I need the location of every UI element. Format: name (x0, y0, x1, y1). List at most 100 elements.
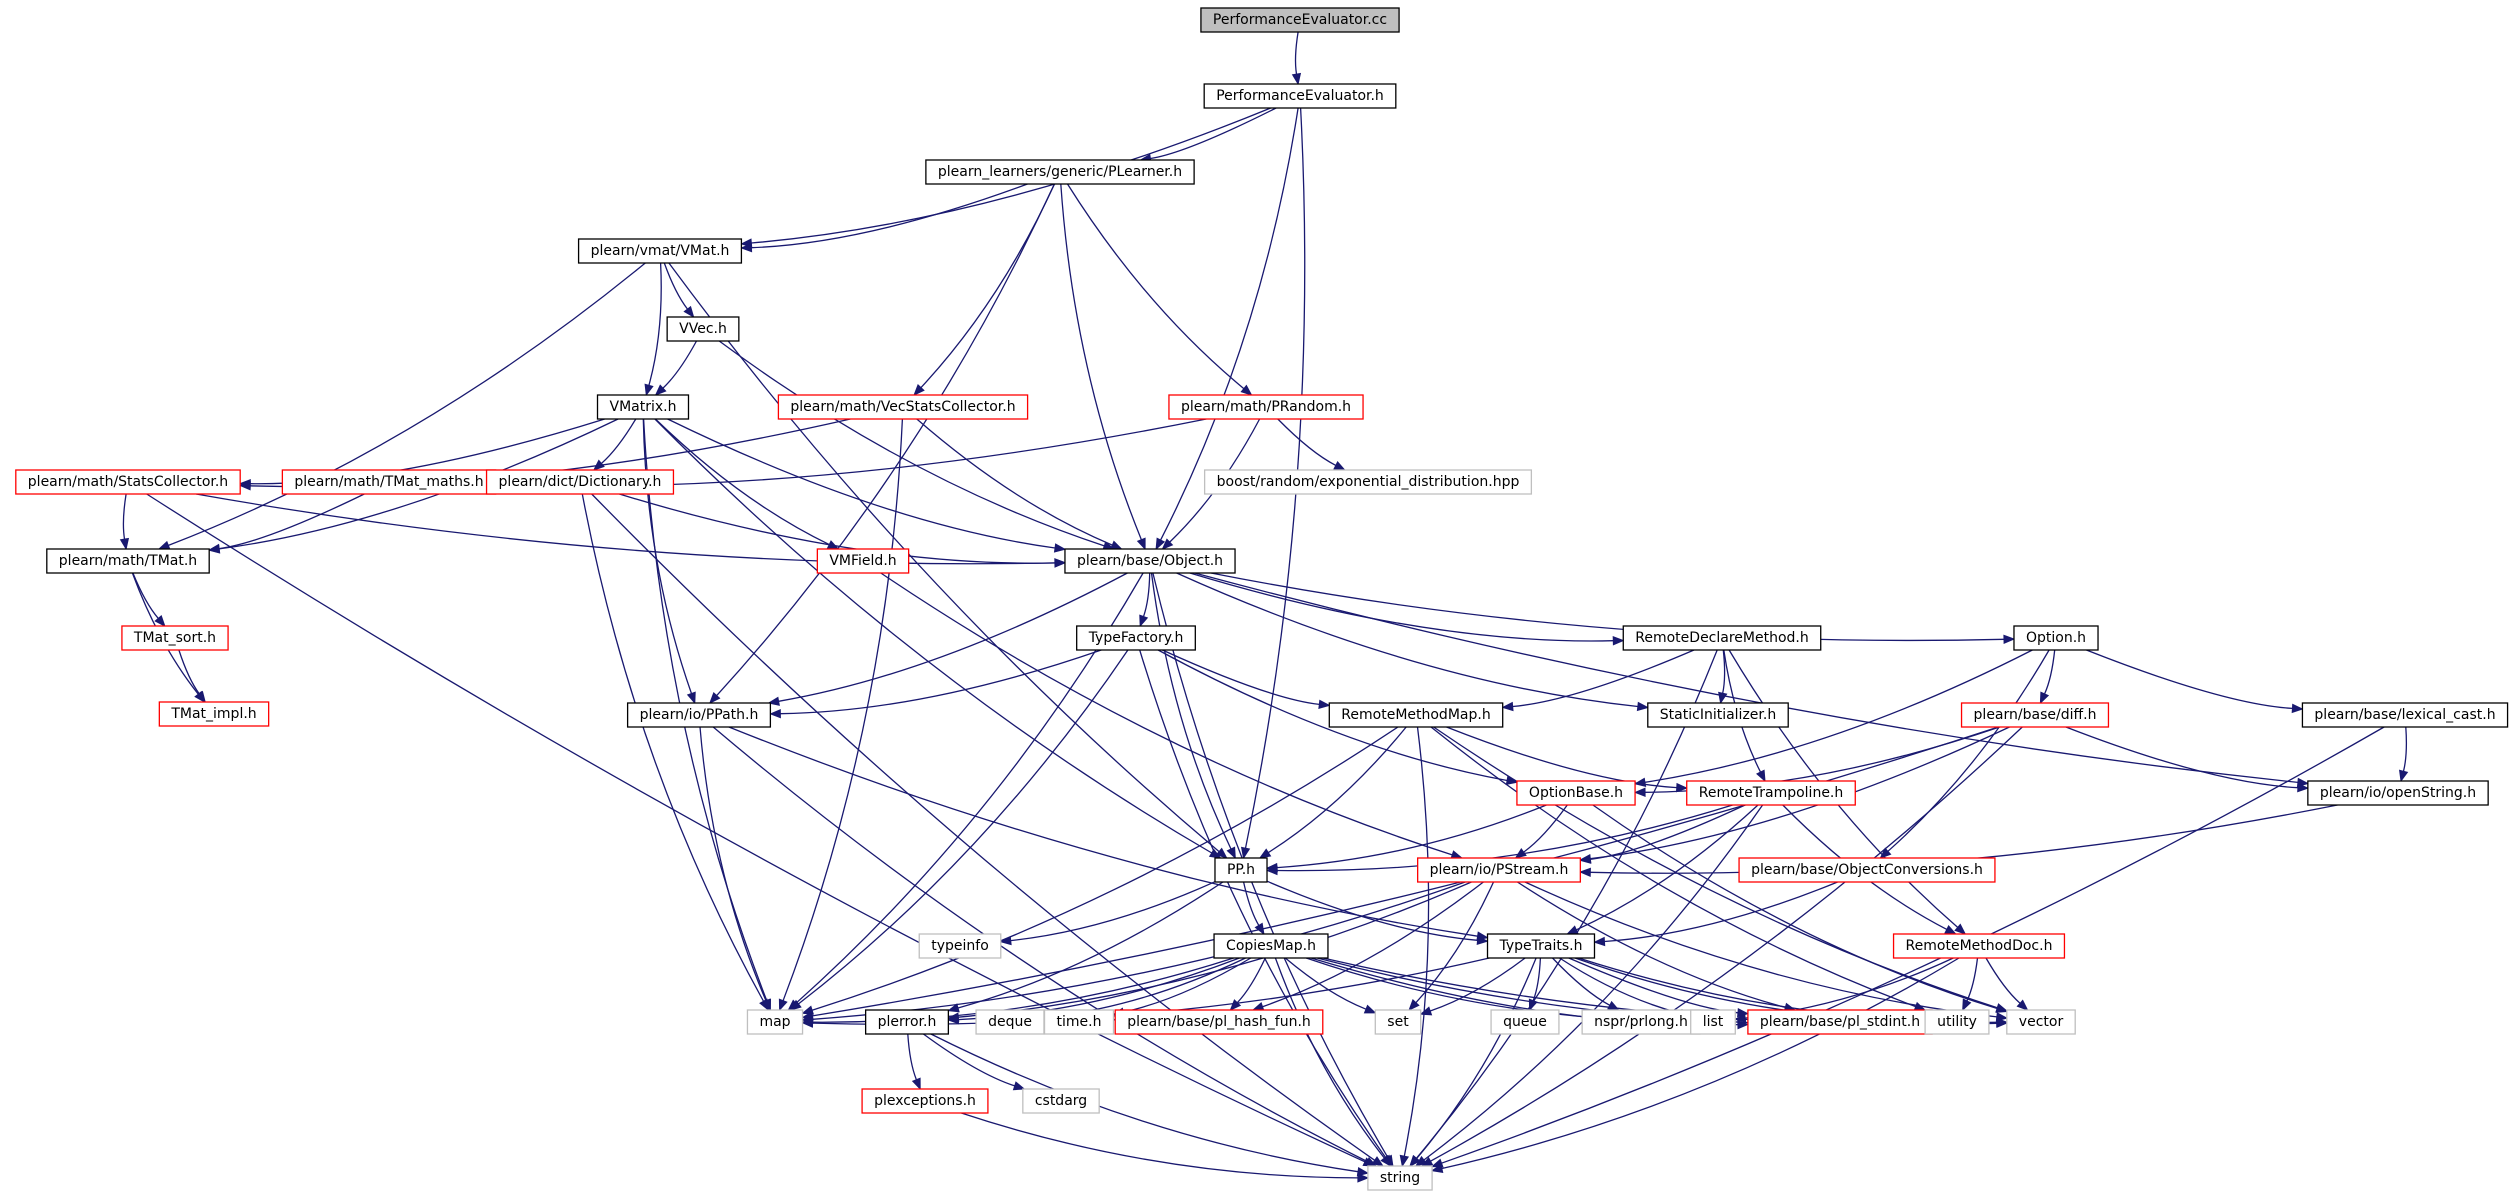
edge-line (1604, 881, 1838, 943)
node-box (1076, 625, 1196, 651)
edge-line (1590, 726, 2010, 860)
node-remotemethodmap-h[interactable]: RemoteMethodMap.h (1328, 702, 1504, 728)
node-box (485, 469, 675, 495)
node-plearn-learners-generic-plearner-h[interactable]: plearn_learners/generic/PLearner.h (925, 159, 1195, 185)
node-box (918, 933, 1002, 959)
edge-line (1441, 957, 1960, 1170)
node-typefactory-h[interactable]: TypeFactory.h (1076, 625, 1196, 651)
node-nspr-prlong-h: nspr/prlong.h (1581, 1009, 1701, 1035)
edge-arrowhead (947, 1003, 960, 1013)
edge-line (1644, 649, 2033, 783)
edge-vmatrix-to-object (667, 418, 1067, 553)
edge-line (1430, 726, 1916, 1008)
node-plearn-base-object-h[interactable]: plearn/base/Object.h (1064, 548, 1236, 574)
node-box (15, 469, 241, 495)
edge-remotemap-to-remotetramp (1446, 726, 1689, 793)
edge-arrowhead (761, 998, 771, 1012)
node-plearn-base-pl-hash-fun-h[interactable]: plearn/base/pl_hash_fun.h (1114, 1009, 1324, 1035)
node-performanceevaluator-h[interactable]: PerformanceEvaluator.h (1203, 83, 1397, 109)
edge-arrowhead (1054, 558, 1067, 568)
edge-arrowhead (1161, 538, 1174, 550)
edge-pstream-to-map (801, 881, 1466, 1025)
edge-arrowhead (238, 481, 251, 491)
edge-line (1985, 957, 2021, 1004)
edge-line (219, 493, 365, 550)
edge-line (1433, 726, 1998, 1009)
edge-line (1423, 804, 1764, 1161)
edge-arrowhead (1944, 925, 1957, 935)
edge-line (132, 572, 159, 619)
node-plearn-math-prandom-h[interactable]: plearn/math/PRandom.h (1168, 394, 1364, 420)
node-vvec-h[interactable]: VVec.h (666, 316, 740, 342)
node-plearn-base-objectconversions-h[interactable]: plearn/base/ObjectConversions.h (1738, 857, 1996, 883)
node-box (626, 702, 772, 728)
edge-line (1123, 957, 1252, 1013)
node-label: TypeFactory.h (1088, 630, 1184, 646)
edge-line (1267, 726, 1407, 854)
edge-vecstats-to-map (778, 418, 904, 1012)
node-copiesmap-h[interactable]: CopiesMap.h (1213, 933, 1329, 959)
node-plearn-io-pstream-h[interactable]: plearn/io/PStream.h (1417, 857, 1581, 883)
node-vmfield-h[interactable]: VMField.h (816, 548, 910, 574)
edge-arrowhead (1566, 925, 1579, 935)
node-plearn-math-tmat-h[interactable]: plearn/math/TMat.h (46, 548, 210, 574)
edge-line (1284, 957, 1367, 1010)
edge-line (122, 493, 127, 540)
edge-arrowhead (1633, 777, 1647, 787)
node-plearn-base-pl-stdint-h[interactable]: plearn/base/pl_stdint.h (1747, 1009, 1933, 1035)
edge-copiesmap-to-time (1112, 957, 1252, 1017)
edge-line (880, 572, 1453, 856)
node-pp-h[interactable]: PP.h (1214, 857, 1268, 883)
node-label: VVec.h (679, 321, 727, 337)
node-remotedeclaremethod-h[interactable]: RemoteDeclareMethod.h (1622, 625, 1822, 651)
node-optionbase-h[interactable]: OptionBase.h (1516, 780, 1636, 806)
node-performanceevaluator-cc[interactable]: PerformanceEvaluator.cc (1200, 7, 1400, 33)
edge-arrowhead (1430, 1163, 1444, 1174)
edge-arrowhead (2039, 691, 2050, 705)
edge-line (1416, 957, 1537, 1159)
node-boost-random-exponential-distribution-hpp: boost/random/exponential_distribution.hp… (1203, 469, 1533, 495)
node-tmat-sort-h[interactable]: TMat_sort.h (121, 625, 229, 651)
edge-arrowhead (1363, 1004, 1377, 1014)
node-utility: utility (1924, 1009, 1990, 1035)
node-box (1203, 469, 1533, 495)
node-plearn-math-statscollector-h[interactable]: plearn/math/StatsCollector.h (15, 469, 241, 495)
edge-line (1430, 726, 2023, 1162)
node-plearn-base-lexical-cast-h[interactable]: plearn/base/lexical_cast.h (2301, 702, 2509, 728)
node-label: plearn/base/lexical_cast.h (2314, 707, 2495, 723)
edge-optionbase-to-vector (1592, 804, 2009, 1013)
edge-arrowhead (767, 696, 780, 706)
edge-arrowhead (1265, 865, 1278, 876)
node-label: plearn/io/openString.h (2320, 785, 2476, 801)
node-box (121, 625, 229, 651)
node-option-h[interactable]: Option.h (2013, 625, 2099, 651)
node-tmat-impl-h[interactable]: TMat_impl.h (158, 701, 270, 727)
node-plearn-io-ppath-h[interactable]: plearn/io/PPath.h (626, 702, 772, 728)
node-plerror-h[interactable]: plerror.h (864, 1009, 950, 1035)
edge-line (1189, 572, 1614, 642)
node-plearn-dict-dictionary-h[interactable]: plearn/dict/Dictionary.h (485, 469, 675, 495)
edge-arrowhead (1995, 1003, 2009, 1013)
edge-arrowhead (1258, 848, 1272, 859)
node-box (1622, 625, 1822, 651)
edge-arrowhead (1879, 847, 1892, 859)
edge-arrowhead (195, 690, 206, 704)
node-box (1516, 780, 1636, 806)
node-plearn-vmat-vmat-h[interactable]: plearn/vmat/VMat.h (577, 238, 743, 264)
node-plexceptions-h[interactable]: plexceptions.h (861, 1088, 989, 1114)
node-typetraits-h[interactable]: TypeTraits.h (1486, 933, 1596, 959)
node-plearn-base-diff-h[interactable]: plearn/base/diff.h (1960, 702, 2110, 728)
node-plearn-io-openstring-h[interactable]: plearn/io/openString.h (2307, 780, 2489, 806)
node-plearn-math-vecstatscollector-h[interactable]: plearn/math/VecStatsCollector.h (777, 394, 1029, 420)
node-staticinitializer-h[interactable]: StaticInitializer.h (1647, 702, 1789, 728)
node-remotemethoddoc-h[interactable]: RemoteMethodDoc.h (1892, 933, 2066, 959)
node-box (1022, 1088, 1100, 1114)
node-label: plearn/math/TMat.h (59, 553, 197, 569)
edge-line (712, 726, 1368, 1163)
edge-arrowhead (1399, 1154, 1410, 1168)
node-label: plearn/dict/Dictionary.h (499, 474, 662, 490)
node-plearn-math-tmat-maths-h[interactable]: plearn/math/TMat_maths.h (281, 469, 497, 495)
edge-copiesmap-to-string (1274, 957, 1392, 1168)
node-remotetrampoline-h[interactable]: RemoteTrampoline.h (1686, 780, 1856, 806)
node-vmatrix-h[interactable]: VMatrix.h (596, 394, 690, 420)
